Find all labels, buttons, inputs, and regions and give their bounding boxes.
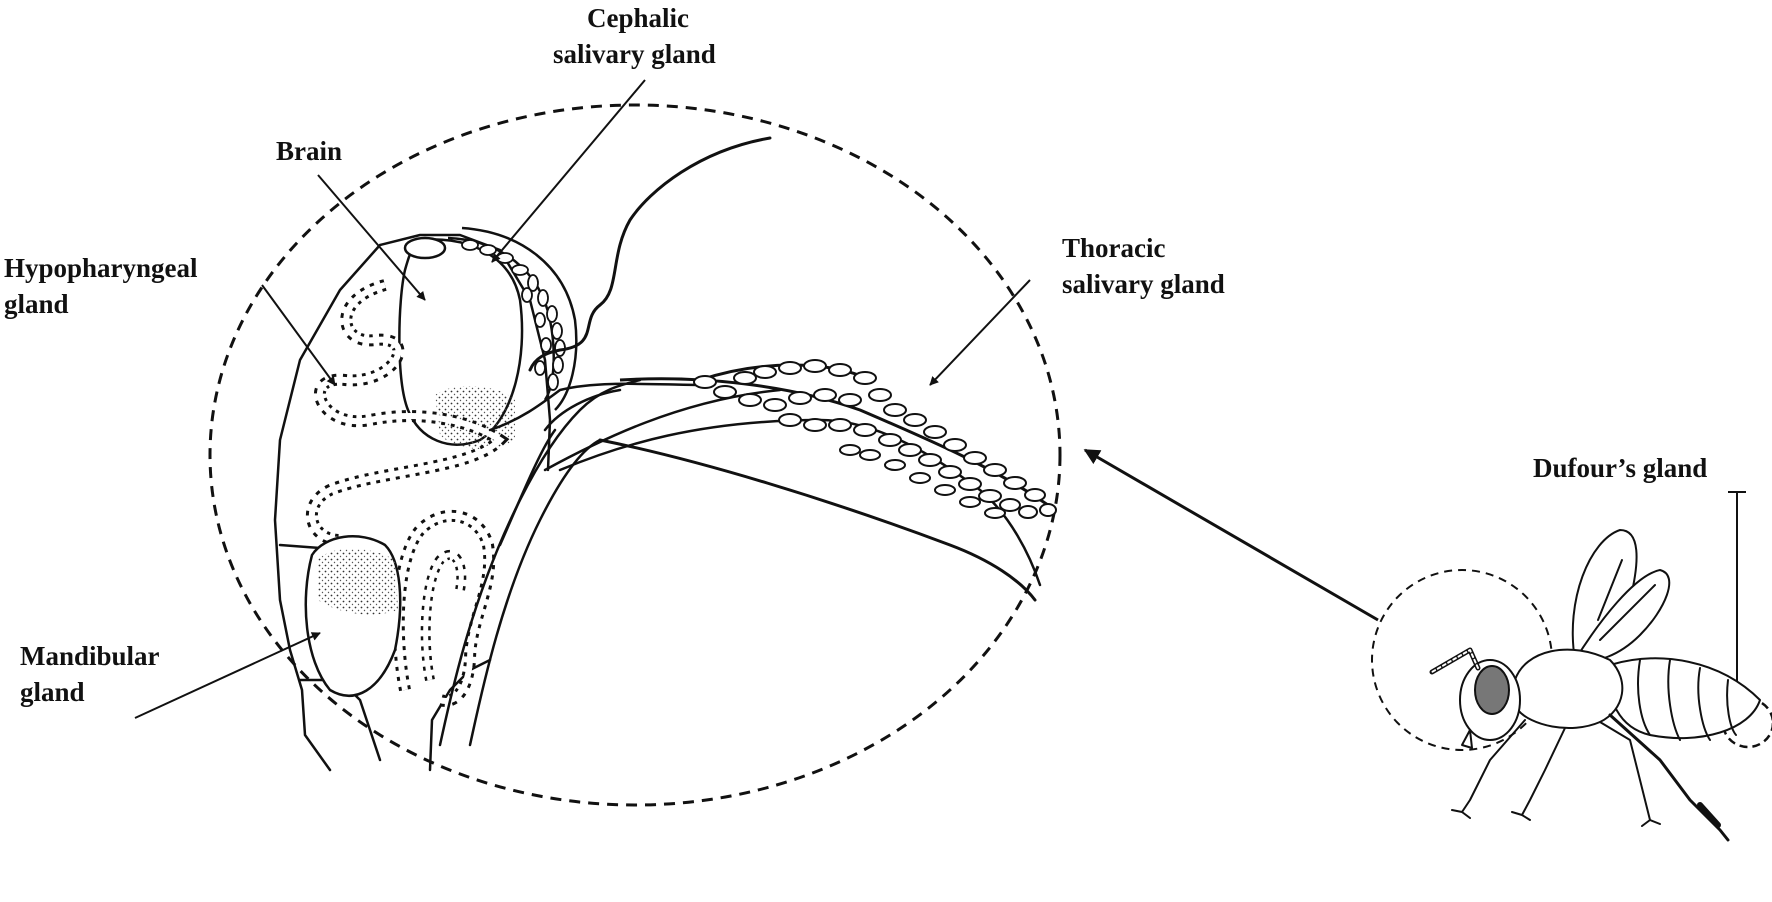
label-thoracic-line2: salivary gland — [1062, 269, 1225, 299]
thoracic-arrow — [929, 279, 1031, 386]
mandibular-gland — [304, 535, 402, 697]
label-hypopharyngeal-gland: Hypopharyngeal gland — [4, 250, 198, 322]
bee-head-callout — [1371, 569, 1553, 751]
cephalic-arrow — [491, 79, 646, 263]
label-cephalic-line1: Cephalic — [586, 3, 689, 33]
label-brain: Brain — [276, 133, 342, 169]
mandibular-arrow — [134, 632, 321, 719]
label-cephalic-line2: salivary gland — [553, 39, 716, 69]
label-thoracic-line1: Thoracic — [1062, 233, 1166, 263]
label-mandibular-line2: gland — [20, 677, 85, 707]
cephalic-salivary-gland — [447, 226, 578, 411]
label-arrows — [134, 79, 1746, 719]
hypopharyngeal-gland — [305, 279, 510, 546]
magnification-arrow — [1083, 448, 1379, 622]
brain — [398, 236, 524, 450]
thorax-wall — [528, 136, 1037, 602]
brain-arrow — [317, 174, 426, 301]
label-mandibular-line1: Mandibular — [20, 641, 160, 671]
label-hypopharyngeal-line2: gland — [4, 289, 69, 319]
label-brain-line1: Brain — [276, 136, 343, 166]
label-dufours-gland: Dufour’s gland — [1533, 450, 1707, 486]
label-thoracic-salivary-gland: Thoracic salivary gland — [1062, 230, 1225, 302]
label-dufour-line1: Dufour’s gland — [1533, 453, 1708, 483]
hypopharyngeal-arrow — [261, 284, 336, 386]
magnified-head-outline — [208, 103, 1062, 807]
bee-illustration — [1429, 529, 1761, 842]
label-hypopharyngeal-line1: Hypopharyngeal — [4, 253, 198, 283]
label-mandibular-gland: Mandibular gland — [20, 638, 160, 710]
label-cephalic-salivary-gland: Cephalic salivary gland — [553, 0, 723, 72]
thoracic-salivary-gland — [619, 359, 1057, 519]
